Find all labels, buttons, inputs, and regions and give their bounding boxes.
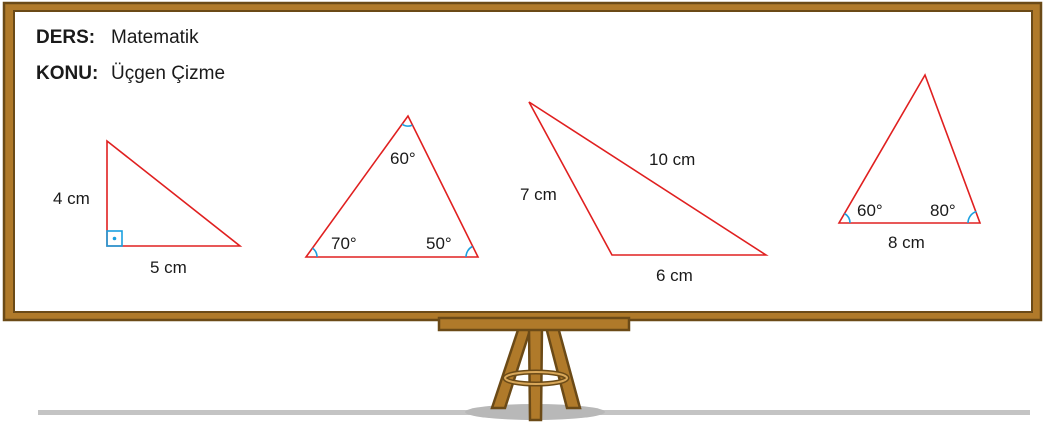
angle-label-70: 70° <box>331 234 357 253</box>
triangle-angles-60-70-50: 60° 70° 50° <box>304 114 480 258</box>
angle-arc-left <box>311 247 318 258</box>
side-label-10cm: 10 cm <box>649 150 695 169</box>
triangle-angles-60-80: 60° 80° 8 cm <box>837 73 982 252</box>
angle-arc-right <box>967 210 977 224</box>
triangle-right: 4 cm 5 cm <box>53 139 243 277</box>
board-surface <box>13 10 1033 313</box>
side-label-8cm: 8 cm <box>888 233 925 252</box>
side-label-6cm: 6 cm <box>656 266 693 285</box>
topic-value: Üçgen Çizme <box>111 63 226 84</box>
angle-arc-right <box>465 245 473 258</box>
side-label-7cm: 7 cm <box>520 185 557 204</box>
topic-label: KONU: <box>36 63 99 84</box>
angle-label-60: 60° <box>390 149 416 168</box>
lesson-label: DERS: <box>36 27 96 48</box>
easel-tray <box>437 316 631 332</box>
angle-label-60: 60° <box>857 201 883 220</box>
angle-arc-top <box>401 123 413 127</box>
triangle-sides-7-10-6: 7 cm 10 cm 6 cm <box>520 101 769 285</box>
lesson-row: DERS: Matematik <box>36 27 199 49</box>
right-angle-mark <box>106 230 123 247</box>
angle-arc-left <box>844 212 851 224</box>
angle-label-80: 80° <box>930 201 956 220</box>
angle-label-50: 50° <box>426 234 452 253</box>
side-label-5cm: 5 cm <box>150 258 187 277</box>
easel-stand <box>490 325 582 422</box>
side-label-4cm: 4 cm <box>53 189 90 208</box>
lesson-value: Matematik <box>111 27 199 48</box>
topic-row: KONU: Üçgen Çizme <box>36 63 225 85</box>
